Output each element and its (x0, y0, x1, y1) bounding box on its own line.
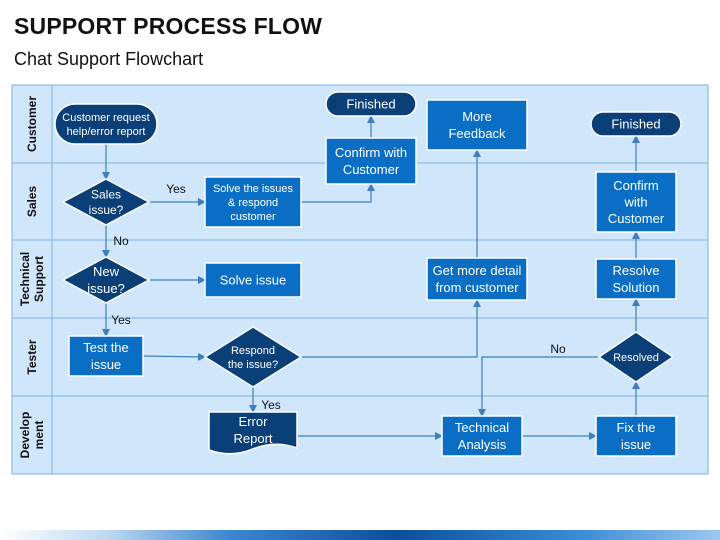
process-box (204, 262, 302, 298)
footer-gradient-bar (0, 530, 720, 540)
edge-n17-n13 (478, 356, 599, 417)
terminator-pill (54, 103, 158, 145)
process-box (68, 335, 144, 377)
process-box (595, 258, 677, 300)
lane-label-tester: Tester (25, 339, 39, 374)
node-label: Solve issue (220, 273, 286, 288)
decision-diamond (203, 326, 303, 388)
page-title: SUPPORT PROCESS FLOW (14, 13, 323, 39)
edge-label-n17-n13: No (550, 342, 566, 356)
document-shape (208, 411, 298, 455)
node-n14-pill: Finished (590, 111, 682, 137)
process-box (595, 415, 677, 457)
decision-diamond (597, 331, 675, 383)
process-box (426, 257, 528, 301)
terminator-pill (325, 91, 417, 117)
decision-diamond (61, 256, 151, 304)
edge-label-n6-n8: Yes (111, 313, 131, 327)
node-n5-pill: Finished (325, 91, 417, 117)
edge-n9-n12 (301, 299, 481, 358)
page-subtitle: Chat Support Flowchart (14, 49, 204, 69)
node-label: Finished (346, 97, 395, 112)
edge-n3-n4 (301, 183, 375, 203)
process-box (426, 99, 528, 151)
decision-diamond (61, 178, 151, 226)
process-box (325, 137, 417, 185)
edge-label-n2-n6: No (113, 234, 129, 248)
edge-n8-n9 (142, 352, 206, 361)
node-n17-diamond: Resolved (597, 331, 675, 383)
edge-label-n2-n3: Yes (166, 182, 186, 196)
edge-label-n9-n10: Yes (261, 398, 281, 412)
node-n7-rect: Solve issue (204, 262, 302, 298)
process-box (204, 176, 302, 228)
lane-label-customer: Customer (25, 96, 39, 152)
lane-label-tech: TechnicalSupport (18, 252, 46, 306)
terminator-pill (590, 111, 682, 137)
process-box (441, 415, 523, 457)
lane-label-dev: Development (18, 412, 46, 459)
node-label: Finished (611, 117, 660, 132)
node-label: Resolved (613, 352, 659, 364)
lane-label-sales: Sales (25, 185, 39, 217)
process-box (595, 171, 677, 233)
